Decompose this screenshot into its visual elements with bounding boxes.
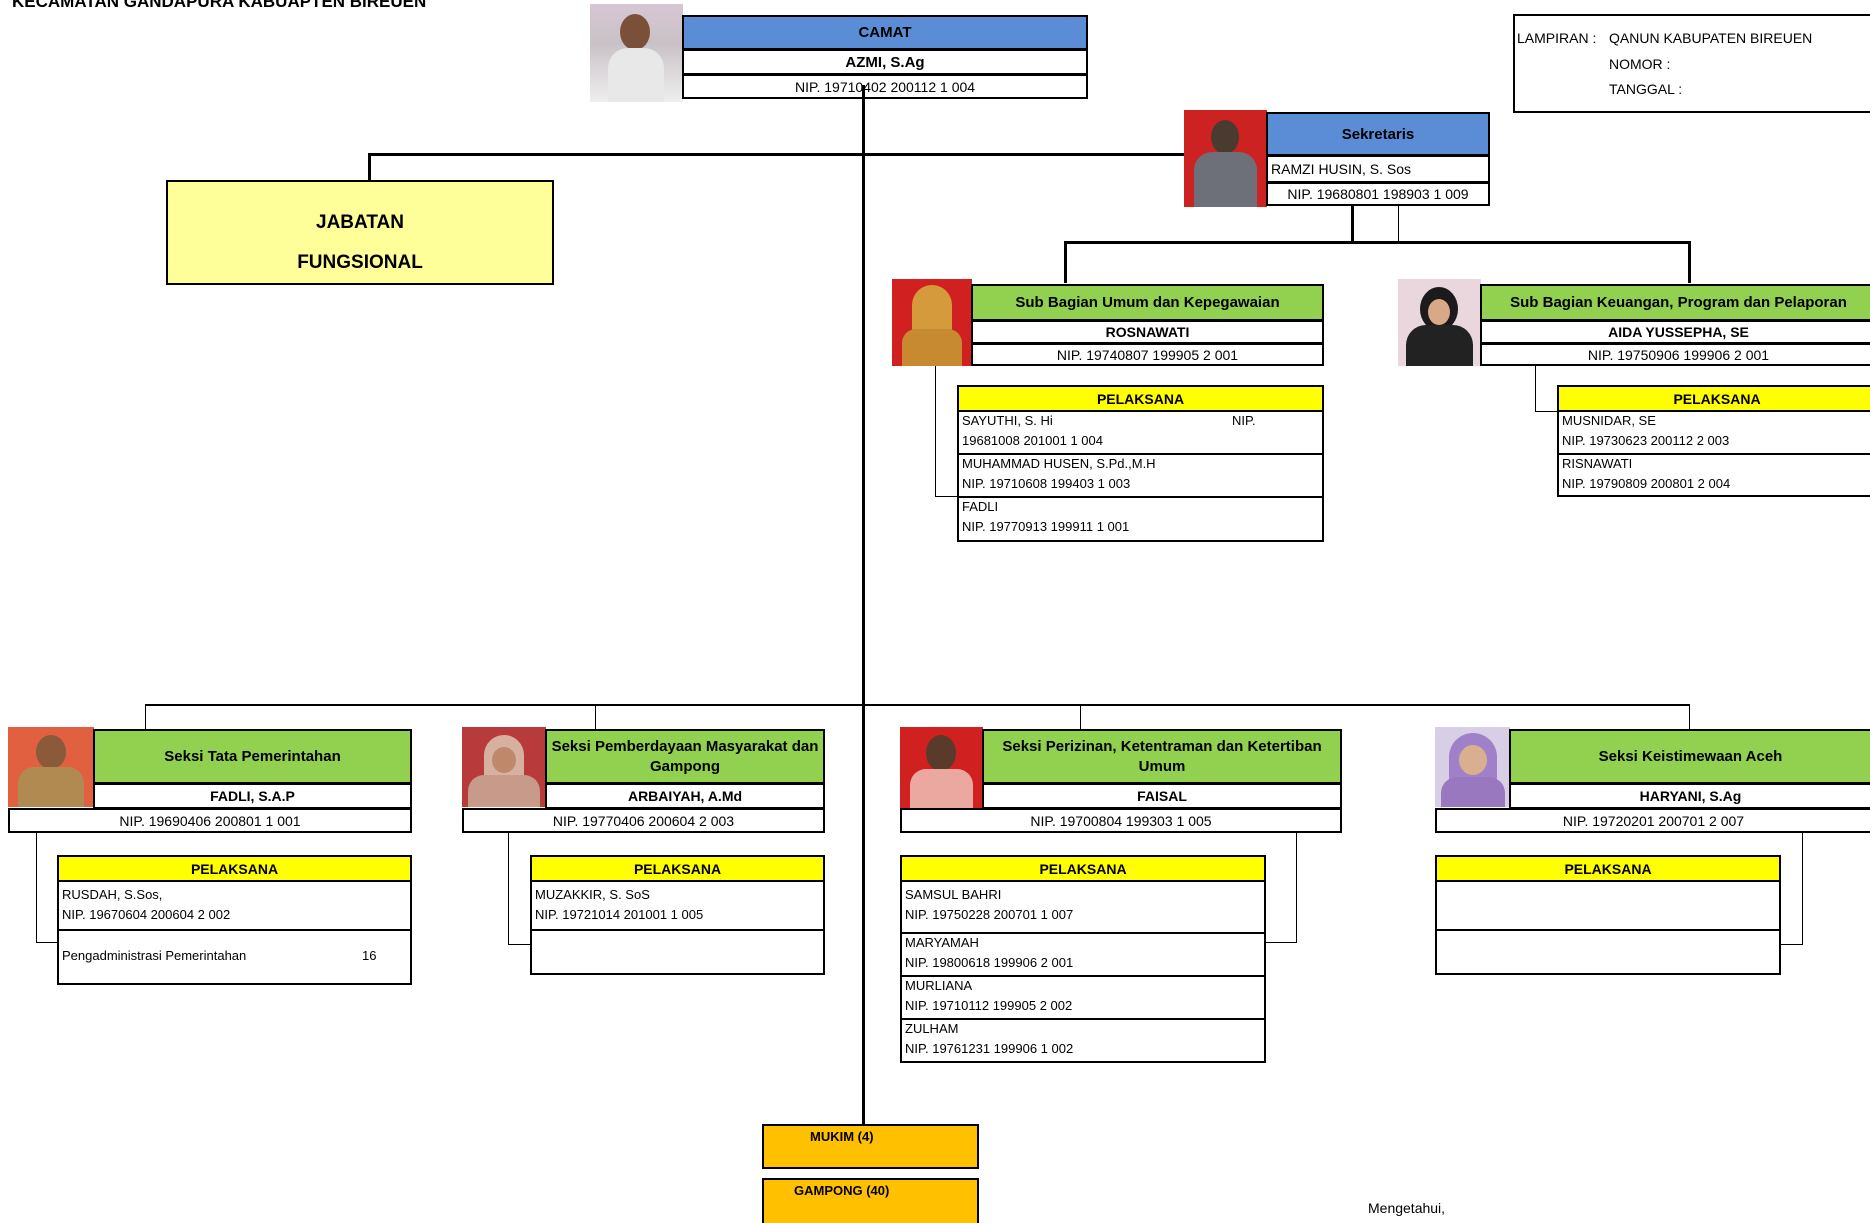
lampiran-label: LAMPIRAN : bbox=[1517, 30, 1597, 46]
seksi-tata-name: FADLI, S.A.P bbox=[93, 783, 412, 809]
sub-keuangan-staff-item: RISNAWATI NIP. 19790809 200801 2 004 bbox=[1557, 454, 1870, 497]
sub-umum-title: Sub Bagian Umum dan Kepegawaian bbox=[971, 284, 1324, 321]
sekretaris-name: RAMZI HUSIN, S. Sos bbox=[1266, 155, 1490, 183]
seksi-keistimewaan-empty-row bbox=[1435, 930, 1781, 975]
camat-photo bbox=[590, 4, 683, 102]
sub-umum-nip: NIP. 19740807 199905 2 001 bbox=[971, 343, 1324, 366]
seksi-tata-photo bbox=[8, 727, 94, 807]
jabatan-line2: FUNGSIONAL bbox=[297, 252, 423, 273]
seksi-pemberdayaan-nip: NIP. 19770406 200604 2 003 bbox=[462, 808, 825, 833]
sekretaris-nip: NIP. 19680801 198903 1 009 bbox=[1266, 182, 1490, 206]
seksi-perizinan-name: FAISAL bbox=[982, 783, 1342, 809]
seksi-perizinan-nip: NIP. 19700804 199303 1 005 bbox=[900, 808, 1342, 833]
lampiran-box: LAMPIRAN : QANUN KABUPATEN BIREUEN NOMOR… bbox=[1513, 14, 1870, 113]
sub-keuangan-title: Sub Bagian Keuangan, Program dan Pelapor… bbox=[1480, 284, 1870, 321]
sekretaris-title: Sekretaris bbox=[1266, 112, 1490, 156]
sub-keuangan-pelaksana: PELAKSANA bbox=[1557, 385, 1870, 412]
sub-umum-name: ROSNAWATI bbox=[971, 320, 1324, 344]
sub-keuangan-name: AIDA YUSSEPHA, SE bbox=[1480, 320, 1870, 344]
seksi-pemberdayaan-name: ARBAIYAH, A.Md bbox=[545, 783, 825, 809]
seksi-perizinan-title: Seksi Perizinan, Ketentraman dan Keterti… bbox=[982, 729, 1342, 784]
seksi-pemberdayaan-title: Seksi Pemberdayaan Masyarakat dan Gampon… bbox=[545, 729, 825, 784]
seksi-perizinan-staff-item: MURLIANA NIP. 19710112 199905 2 002 bbox=[900, 976, 1266, 1020]
mengetahui-text: Mengetahui, bbox=[1368, 1200, 1446, 1216]
lampiran-tanggal: TANGGAL : bbox=[1609, 81, 1683, 97]
seksi-perizinan-staff-item: ZULHAM NIP. 19761231 199906 1 002 bbox=[900, 1019, 1266, 1063]
seksi-keistimewaan-photo bbox=[1435, 727, 1510, 807]
seksi-perizinan-pelaksana: PELAKSANA bbox=[900, 855, 1266, 882]
seksi-pemberdayaan-photo bbox=[462, 727, 546, 807]
seksi-keistimewaan-nip: NIP. 19720201 200701 2 007 bbox=[1435, 808, 1870, 833]
seksi-pemberdayaan-pelaksana: PELAKSANA bbox=[530, 855, 825, 882]
camat-title: CAMAT bbox=[682, 15, 1088, 50]
seksi-tata-staff-item: RUSDAH, S.Sos, NIP. 19670604 200604 2 00… bbox=[57, 881, 412, 931]
seksi-perizinan-staff-item: SAMSUL BAHRI NIP. 19750228 200701 1 007 bbox=[900, 881, 1266, 934]
page-title: KECAMATAN GANDAPURA KABUAPTEN BIREUEN bbox=[12, 0, 427, 11]
sub-umum-photo bbox=[892, 279, 972, 366]
camat-name: AZMI, S.Ag bbox=[682, 49, 1088, 75]
sub-umum-staff-item: MUHAMMAD HUSEN, S.Pd.,M.H NIP. 19710608 … bbox=[957, 454, 1324, 498]
jabatan-fungsional-box: JABATAN FUNGSIONAL bbox=[166, 180, 554, 285]
seksi-keistimewaan-name: HARYANI, S.Ag bbox=[1509, 783, 1870, 809]
sub-keuangan-photo bbox=[1398, 279, 1481, 366]
lampiran-nomor: NOMOR : bbox=[1609, 56, 1671, 72]
mukim-box: MUKIM (4) bbox=[762, 1124, 979, 1169]
seksi-tata-title: Seksi Tata Pemerintahan bbox=[93, 729, 412, 784]
seksi-pemberdayaan-empty-row bbox=[530, 930, 825, 975]
seksi-tata-extra: Pengadministrasi Pemerintahan 16 bbox=[57, 930, 412, 985]
sub-keuangan-nip: NIP. 19750906 199906 2 001 bbox=[1480, 343, 1870, 366]
sekretaris-photo bbox=[1184, 110, 1267, 207]
seksi-keistimewaan-empty-row bbox=[1435, 881, 1781, 931]
seksi-keistimewaan-title: Seksi Keistimewaan Aceh bbox=[1509, 729, 1870, 784]
seksi-tata-nip: NIP. 19690406 200801 1 001 bbox=[8, 808, 412, 833]
seksi-perizinan-staff-item: MARYAMAH NIP. 19800618 199906 2 001 bbox=[900, 933, 1266, 977]
seksi-perizinan-photo bbox=[900, 727, 983, 810]
seksi-tata-pelaksana: PELAKSANA bbox=[57, 855, 412, 882]
camat-nip: NIP. 19710402 200112 1 004 bbox=[682, 74, 1088, 99]
sub-umum-staff-item: FADLI NIP. 19770913 199911 1 001 bbox=[957, 497, 1324, 542]
jabatan-line1: JABATAN bbox=[316, 212, 404, 233]
sub-umum-staff-item: SAYUTHI, S. Hi NIP. 19681008 201001 1 00… bbox=[957, 411, 1324, 455]
lampiran-value: QANUN KABUPATEN BIREUEN bbox=[1609, 30, 1813, 46]
seksi-keistimewaan-pelaksana: PELAKSANA bbox=[1435, 855, 1781, 882]
gampong-box: GAMPONG (40) bbox=[762, 1178, 979, 1223]
seksi-pemberdayaan-staff-item: MUZAKKIR, S. SoS NIP. 19721014 201001 1 … bbox=[530, 881, 825, 931]
sub-keuangan-staff-item: MUSNIDAR, SE NIP. 19730623 200112 2 003 bbox=[1557, 411, 1870, 455]
sub-umum-pelaksana: PELAKSANA bbox=[957, 385, 1324, 412]
